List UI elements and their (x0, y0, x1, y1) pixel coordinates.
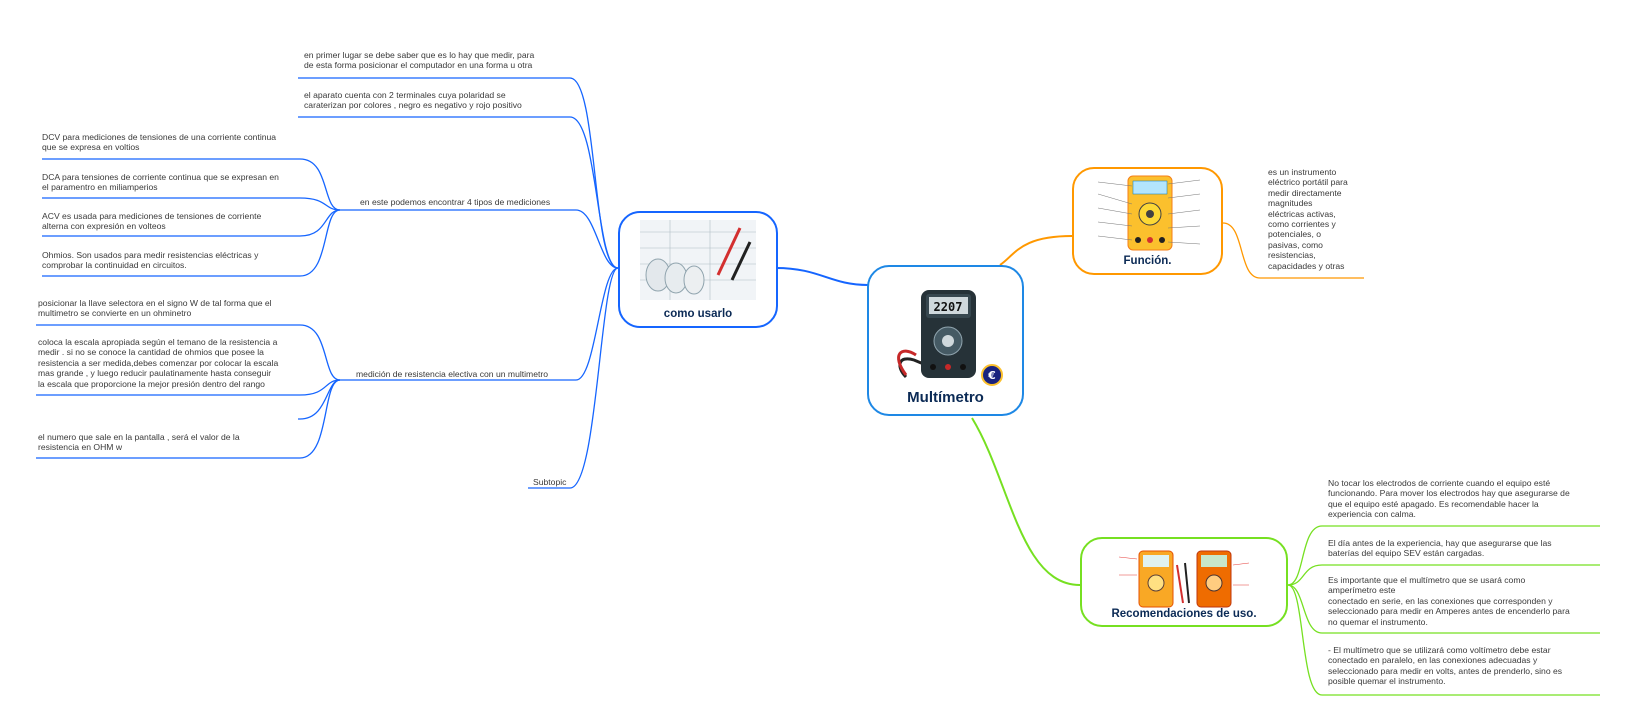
recomendaciones-title: Recomendaciones de uso. (1111, 608, 1257, 620)
recomendaciones-item-3[interactable]: Es importante que el multímetro que se u… (1328, 575, 1570, 627)
recomendaciones-node[interactable]: Recomendaciones de uso. (1080, 537, 1288, 627)
resistencia-item-4[interactable]: el numero que sale en la pantalla , será… (38, 432, 240, 453)
resistencia-item-2[interactable]: coloca la escala apropiada según el tema… (38, 337, 279, 389)
funcion-title: Función. (1123, 255, 1172, 267)
resistencia-label[interactable]: medición de resistencia electiva con un … (356, 369, 549, 379)
recomendaciones-item-4[interactable]: - El multímetro que se utilizará como vo… (1328, 645, 1563, 687)
display-reading: 2207 (933, 300, 962, 314)
multimeter-diagram-illustration (1074, 174, 1221, 252)
como-usarlo-node[interactable]: como usarlo (618, 211, 778, 328)
branch-mediciones (340, 209, 619, 269)
medicion-item-ohmios[interactable]: Ohmios. Son usados para medir resistenci… (42, 250, 259, 271)
recomendaciones-item-1[interactable]: No tocar los electrodos de corriente cua… (1328, 478, 1570, 520)
medicion-item-dca[interactable]: DCA para tensiones de corriente continua… (42, 172, 279, 193)
branch-item-2 (298, 116, 619, 269)
subtopic-label[interactable]: Subtopic (533, 477, 567, 487)
two-multimeters-illustration (1082, 545, 1286, 611)
branch-subtopic (528, 267, 619, 489)
branch-recomendaciones (971, 417, 1081, 586)
funcion-description[interactable]: es un instrumento eléctrico portátil par… (1268, 167, 1348, 271)
como-usarlo-title: como usarlo (663, 308, 733, 320)
central-node[interactable]: 2207 € Multímetro (867, 265, 1024, 416)
euro-badge-icon: € (987, 369, 996, 382)
medicion-item-dcv[interactable]: DCV para mediciones de tensiones de una … (42, 132, 277, 153)
branch-como-usarlo (775, 267, 869, 286)
recomendaciones-item-2[interactable]: El día antes de la experiencia, hay que … (1328, 538, 1552, 559)
branch-funcion (999, 235, 1073, 266)
medicion-item-acv[interactable]: ACV es usada para mediciones de tensione… (42, 211, 262, 232)
resistencia-item-1[interactable]: posicionar la llave selectora en el sign… (38, 298, 272, 319)
multimeter-illustration: 2207 € (869, 285, 1022, 390)
como-usarlo-item-2[interactable]: el aparato cuenta con 2 terminales cuya … (304, 90, 522, 111)
funcion-node[interactable]: Función. (1072, 167, 1223, 275)
central-title: Multímetro (907, 389, 984, 406)
resistencia-item-empty[interactable] (300, 408, 320, 418)
como-usarlo-item-1[interactable]: en primer lugar se debe saber que es lo … (304, 50, 535, 71)
mediciones-label[interactable]: en este podemos encontrar 4 tipos de med… (360, 197, 551, 207)
branch-resistencia (340, 267, 619, 381)
blueprint-illustration (620, 220, 776, 300)
